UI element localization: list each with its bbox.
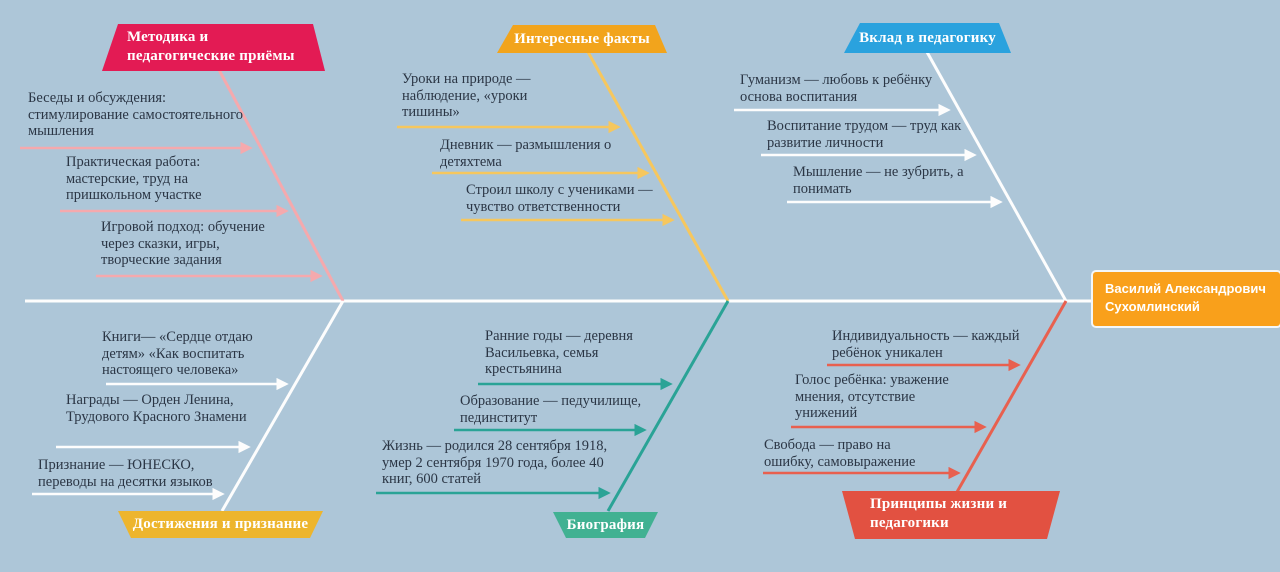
item-methods-2[interactable]: Практическая работа: мастерские, труд на…: [66, 154, 202, 203]
item-facts-2[interactable]: Дневник — размышления о детяхтема: [440, 137, 612, 170]
fish-head-node[interactable]: Василий Александрович Сухомлинский: [1093, 272, 1280, 326]
item-biography-2[interactable]: Образование — педучилище, пединститут: [460, 393, 642, 426]
biography-diagonal: [606, 300, 730, 512]
branch-header-achievements[interactable]: Достижения и признание: [118, 511, 323, 538]
methods-diagonal: [216, 67, 345, 302]
item-biography-3[interactable]: Жизнь — родился 28 сентября 1918, умер 2…: [382, 438, 608, 487]
item-facts-3[interactable]: Строил школу с учениками — чувство ответ…: [466, 182, 653, 215]
item-contribution-3[interactable]: Мышление — не зубрить, а понимать: [793, 164, 964, 197]
branch-header-principles[interactable]: Принципы жизни и педагогики: [842, 491, 1060, 539]
item-methods-1[interactable]: Беседы и обсуждения: стимулирование само…: [28, 90, 244, 139]
item-achievements-2[interactable]: Награды — Орден Ленина, Трудового Красно…: [66, 392, 247, 425]
branch-header-facts[interactable]: Интересные факты: [497, 25, 667, 53]
item-biography-1[interactable]: Ранние годы — деревня Васильевка, семья …: [485, 328, 633, 377]
contribution-diagonal: [925, 51, 1068, 302]
contribution-item-lines: [734, 103, 1003, 209]
branch-header-contribution[interactable]: Вклад в педагогику: [844, 23, 1011, 53]
achievements-item-lines: [32, 377, 289, 501]
item-principles-2[interactable]: Голос ребёнка: уважение мнения, отсутств…: [795, 372, 949, 421]
methods-item-lines: [20, 141, 323, 283]
branch-header-biography[interactable]: Биография: [553, 512, 658, 538]
item-contribution-2[interactable]: Воспитание трудом — труд как развитие ли…: [767, 118, 962, 151]
item-facts-1[interactable]: Уроки на природе — наблюдение, «уроки ти…: [402, 71, 531, 120]
branch-diagonals: [216, 51, 1068, 512]
item-contribution-1[interactable]: Гуманизм — любовь к ребёнку основа воспи…: [740, 72, 933, 105]
item-achievements-3[interactable]: Признание — ЮНЕСКО, переводы на десятки …: [38, 457, 213, 490]
item-achievements-1[interactable]: Книги— «Сердце отдаю детям» «Как воспита…: [102, 329, 253, 378]
facts-diagonal: [586, 51, 730, 302]
item-principles-1[interactable]: Индивидуальность — каждый ребёнок уникал…: [832, 328, 1020, 361]
achievements-diagonal: [220, 300, 345, 512]
item-methods-3[interactable]: Игровой подход: обучение через сказки, и…: [101, 219, 265, 268]
principles-diagonal: [955, 300, 1068, 493]
biography-item-lines: [376, 377, 673, 500]
facts-item-lines: [397, 120, 675, 227]
branch-header-methods[interactable]: Методика и педагогические приёмы: [102, 24, 325, 71]
item-principles-3[interactable]: Свобода — право на ошибку, самовыражение: [764, 437, 916, 470]
principles-item-lines: [763, 358, 1021, 480]
